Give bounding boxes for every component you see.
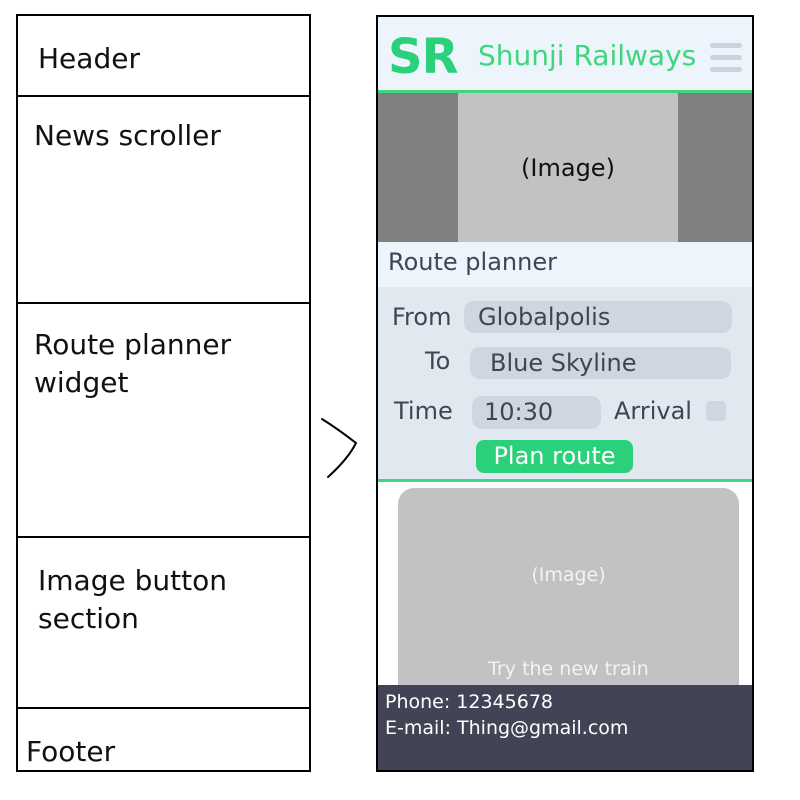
wireframe-news-section: News scroller [18,95,309,304]
app-header: SR Shunji Railways [378,17,752,93]
wireframe-footer-label: Footer [26,735,116,768]
to-field[interactable]: Blue Skyline [470,347,731,379]
time-label: Time [394,397,453,425]
route-planner-widget: From Globalpolis To Blue Skyline Time 10… [378,287,752,482]
route-planner-title-bar: Route planner [378,242,752,287]
from-label: From [392,303,452,331]
logo[interactable]: SR [388,29,459,85]
route-planner-title: Route planner [388,248,557,276]
footer-email[interactable]: E-mail: Thing@gmail.com [385,717,629,739]
footer-phone: Phone: 12345678 [385,691,554,713]
from-field[interactable]: Globalpolis [464,301,732,333]
news-scroller[interactable]: (Image) [378,93,752,242]
mobile-mockup: SR Shunji Railways (Image) Route planner… [376,15,754,772]
wireframe-route-section: Route planner widget [18,302,309,538]
wireframe-image-button-section: Image button section [18,536,309,709]
arrow-right-icon [321,418,357,478]
time-field[interactable]: 10:30 [472,396,601,429]
arrival-label: Arrival [614,397,692,425]
news-image-placeholder: (Image) [458,93,678,242]
wireframe-header-section: Header [18,14,309,97]
wireframe-footer-section: Footer [18,707,309,772]
promo-image-button[interactable]: (Image) Try the new train [398,488,739,718]
promo-image-placeholder: (Image) [531,564,606,586]
brand-name: Shunji Railways [478,39,697,72]
app-footer: Phone: 12345678 E-mail: Thing@gmail.com [378,685,752,770]
wireframe-column: Header News scroller Route planner widge… [16,14,311,772]
plan-route-button[interactable]: Plan route [476,440,633,473]
wireframe-header-label: Header [38,42,140,75]
hamburger-menu-icon[interactable] [710,43,742,73]
wireframe-image-button-label: Image button section [38,564,227,635]
promo-caption: Try the new train [488,658,649,680]
to-label: To [425,347,451,375]
wireframe-route-label: Route planner widget [34,328,232,399]
arrival-checkbox[interactable] [706,401,726,421]
wireframe-news-label: News scroller [34,119,221,152]
